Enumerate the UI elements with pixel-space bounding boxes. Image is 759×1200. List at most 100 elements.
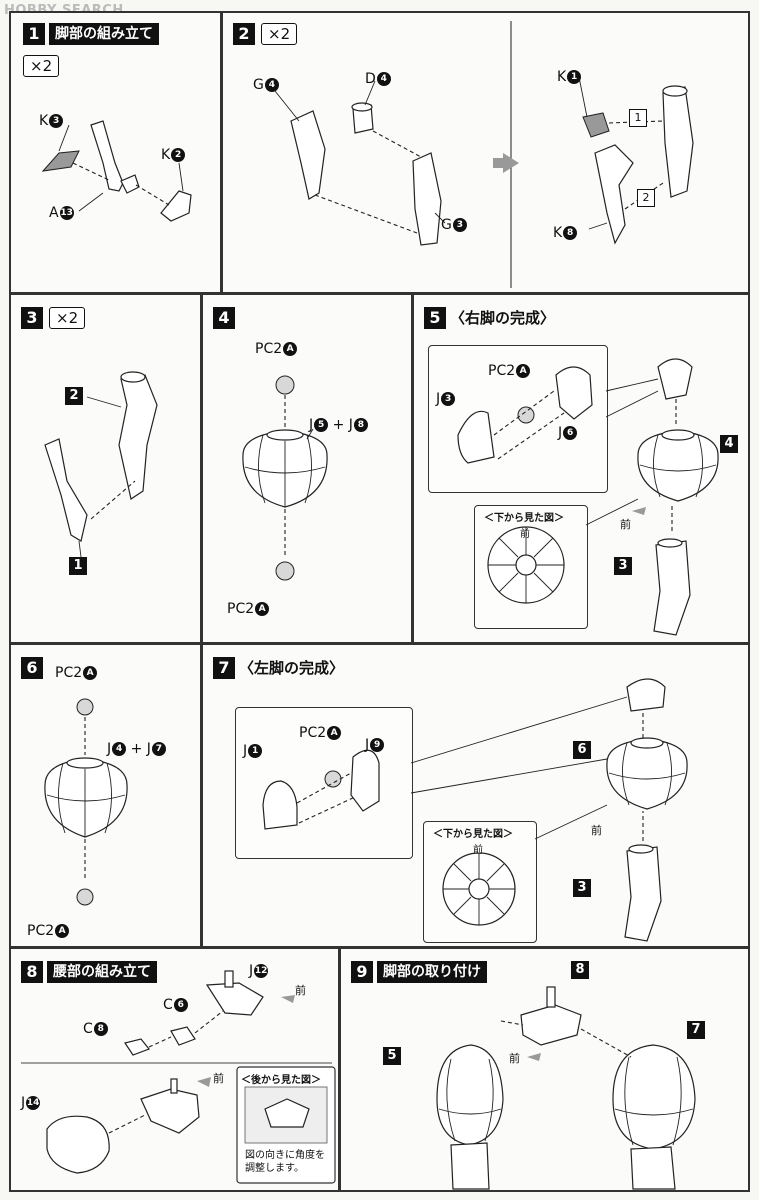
step-7-detail-box	[235, 707, 413, 859]
label-d4-num: 4	[376, 72, 391, 86]
step-2-sub-2: 2	[637, 189, 655, 207]
step-6-plus: +	[130, 741, 143, 757]
label-g3-letter: G	[441, 217, 452, 233]
step-9-part-7: 7	[687, 1021, 705, 1039]
step-5-pc-text: PC2	[488, 363, 516, 379]
step-8-j14-num: 14	[26, 1096, 41, 1110]
step-8-diagram	[21, 970, 336, 1184]
step-8-c6-num: 6	[173, 998, 188, 1012]
label-g3-num: 3	[452, 218, 467, 232]
step-8-front-bottom: 前	[213, 1072, 224, 1085]
step-7-j1-num: 1	[248, 744, 263, 758]
label-k2-num: 2	[171, 148, 186, 162]
step-6-j-letter: J	[107, 741, 112, 757]
step-6-diagram	[44, 698, 128, 906]
step-5-j3-letter: J	[436, 391, 441, 407]
step-3-panel: 3 ×2 2 1	[9, 293, 202, 644]
step-5-front-inner: 前	[520, 529, 530, 540]
step-4-j5-num: 5	[314, 418, 329, 432]
step-4-pc-bot-text: PC2	[227, 601, 255, 617]
step-5-diagram	[457, 358, 719, 636]
step-8-title: 腰部の組み立て	[47, 961, 157, 983]
step-9-title: 脚部の取り付け	[377, 961, 487, 983]
step-1-multiplier: ×2	[23, 55, 60, 77]
step-6-j2-letter: J	[146, 741, 151, 757]
label-k3-letter: K	[39, 113, 49, 129]
step-7-part-3: 3	[573, 879, 591, 897]
step-5-bottom-view-caption: ＜下から見た図＞	[484, 513, 564, 524]
step-7-front: 前	[591, 824, 602, 837]
step-5-j6-num: 6	[563, 426, 578, 440]
step-9-part-8: 8	[571, 961, 589, 979]
step-5-j3-num: 3	[441, 392, 456, 406]
step-4-pc-bot-num: A	[255, 602, 270, 616]
step-7-j9-letter: J	[365, 737, 370, 753]
step-1-title: 脚部の組み立て	[49, 23, 159, 45]
step-9-part-5: 5	[383, 1047, 401, 1065]
label-a13-num: 13	[59, 206, 74, 220]
step-2-multiplier: ×2	[261, 23, 298, 45]
label-k3-num: 3	[49, 114, 64, 128]
step-3-part-1: 1	[69, 557, 87, 575]
step-5-part-3: 3	[614, 557, 632, 575]
step-9-diagram	[436, 986, 696, 1190]
step-3-part-2: 2	[65, 387, 83, 405]
step-4-j2-letter: J	[348, 417, 353, 433]
step-8-j12-num: 12	[254, 964, 269, 978]
step-8-front-top: 前	[295, 984, 306, 997]
step-8-note: 図の向きに角度を調整します。	[245, 1150, 325, 1174]
step-2-sub-1: 1	[629, 109, 647, 127]
label-a13-letter: A	[49, 205, 59, 221]
label-k2-letter: K	[161, 147, 171, 163]
step-7-bottom-view-caption: ＜下から見た図＞	[433, 829, 513, 840]
step-1-diagram	[41, 120, 192, 222]
step-6-pc-bot-text: PC2	[27, 923, 55, 939]
step-6-j7-num: 7	[151, 742, 166, 756]
step-6-number: 6	[21, 657, 43, 679]
step-4-pc-top-text: PC2	[255, 341, 283, 357]
step-3-multiplier: ×2	[49, 307, 86, 329]
step-3-diagram	[44, 371, 158, 558]
step-9-front: 前	[509, 1052, 520, 1065]
step-7-title: 〈左脚の完成〉	[239, 659, 345, 677]
step-7-front-inner: 前	[473, 845, 483, 856]
step-4-j8-num: 8	[353, 418, 368, 432]
step-8-j14-letter: J	[21, 1095, 26, 1111]
step-4-pc-top-num: A	[283, 342, 298, 356]
label-k8-num: 8	[563, 226, 578, 240]
step-7-pc-num: A	[327, 726, 342, 740]
step-7-part-6: 6	[573, 741, 591, 759]
label-g4-num: 4	[264, 78, 279, 92]
step-1-number: 1	[23, 23, 45, 45]
step-7-pc-text: PC2	[299, 725, 327, 741]
label-g4-letter: G	[253, 77, 264, 93]
step-2-diagram	[274, 21, 694, 288]
step-9-number: 9	[351, 961, 373, 983]
label-k8-letter: K	[553, 225, 563, 241]
step-5-part-4: 4	[720, 435, 738, 453]
step-8-number: 8	[21, 961, 43, 983]
label-k1-letter: K	[557, 69, 567, 85]
step-7-diagram	[262, 678, 688, 942]
step-3-number: 3	[21, 307, 43, 329]
